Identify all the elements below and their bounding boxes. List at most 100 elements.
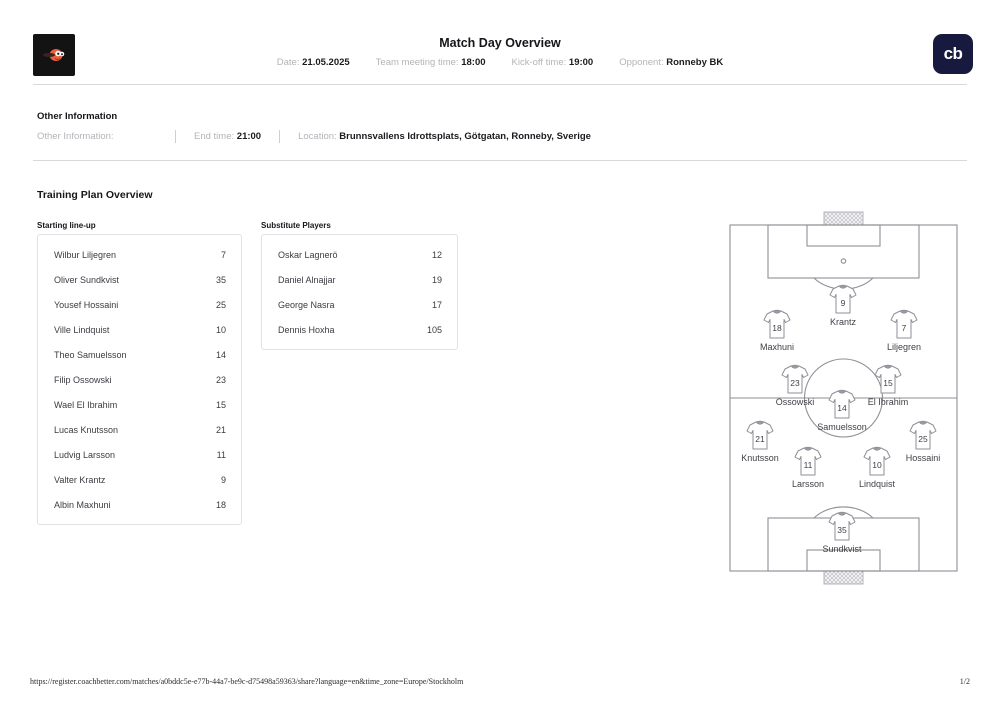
meta-team-meeting-time-label: Team meeting time: bbox=[375, 57, 459, 68]
player-number: 15 bbox=[215, 399, 226, 410]
location-value: Brunnsvallens Idrottsplats, Götgatan, Ro… bbox=[339, 131, 591, 142]
player-number: 7 bbox=[220, 249, 226, 260]
player-number: 19 bbox=[431, 274, 442, 285]
match-meta-row: Date: 21.05.2025 Team meeting time: 18:0… bbox=[0, 57, 1000, 68]
player-number: 25 bbox=[215, 299, 226, 310]
player-name: Yousef Hossaini bbox=[54, 299, 119, 310]
goal-area-bottom bbox=[806, 549, 881, 572]
player-name: Filip Ossowski bbox=[54, 374, 112, 385]
player-jersey: 18 bbox=[763, 309, 791, 339]
player-jersey: 15 bbox=[874, 364, 902, 394]
jersey-number: 10 bbox=[872, 460, 882, 470]
player-jersey: 9 bbox=[829, 284, 857, 314]
jersey-number: 11 bbox=[804, 460, 813, 470]
jersey-number: 14 bbox=[837, 403, 847, 413]
player-number: 105 bbox=[426, 324, 442, 335]
footer-page-number: 1/2 bbox=[959, 677, 970, 686]
jersey-player-label: Ossowski bbox=[775, 397, 815, 407]
player-number: 18 bbox=[215, 499, 226, 510]
player-name: Wilbur Liljegren bbox=[54, 249, 117, 260]
player-jersey: 25 bbox=[909, 420, 937, 450]
jersey-player-label: El Ibrahim bbox=[867, 397, 909, 407]
jersey-player-label: Maxhuni bbox=[759, 342, 795, 352]
page-header: Match Day Overview Date: 21.05.2025 Team… bbox=[0, 0, 1000, 82]
jersey-player-label: Larsson bbox=[791, 479, 825, 489]
club-crest-logo bbox=[33, 34, 75, 76]
penalty-arc-bottom bbox=[813, 506, 874, 519]
player-name: Theo Samuelsson bbox=[54, 349, 127, 360]
other-information-field-label: Other Information: bbox=[37, 131, 114, 142]
jersey-number: 25 bbox=[918, 434, 928, 444]
player-number: 9 bbox=[220, 474, 226, 485]
table-row: Filip Ossowski 23 bbox=[38, 367, 241, 392]
jersey-player-label: Liljegren bbox=[886, 342, 922, 352]
field-divider bbox=[175, 130, 176, 143]
player-jersey: 7 bbox=[890, 309, 918, 339]
jersey-number: 9 bbox=[841, 298, 846, 308]
player-name: Valter Krantz bbox=[54, 474, 106, 485]
substitute-players-title: Substitute Players bbox=[261, 221, 331, 230]
table-row: Daniel Alnajjar 19 bbox=[262, 267, 457, 292]
jersey-player-label: Samuelsson bbox=[817, 422, 867, 432]
table-row: Valter Krantz 9 bbox=[38, 467, 241, 492]
other-information-row: Other Information: End time: 21:00 Locat… bbox=[37, 130, 591, 143]
player-name: Dennis Hoxha bbox=[278, 324, 335, 335]
player-name: Daniel Alnajjar bbox=[278, 274, 336, 285]
location-field: Location: Brunnsvallens Idrottsplats, Gö… bbox=[298, 131, 591, 142]
jersey-player-label: Lindquist bbox=[858, 479, 896, 489]
penalty-spot-top bbox=[840, 258, 847, 264]
end-time-label: End time: bbox=[194, 131, 235, 142]
coachbetter-brand-logo: cb bbox=[933, 34, 973, 74]
table-row: Dennis Hoxha 105 bbox=[262, 317, 457, 342]
jersey-number: 7 bbox=[902, 323, 907, 333]
starting-lineup-title: Starting line-up bbox=[37, 221, 96, 230]
jersey-number: 21 bbox=[755, 434, 765, 444]
meta-kickoff-time-value: 19:00 bbox=[568, 57, 594, 68]
player-number: 35 bbox=[215, 274, 226, 285]
footer-share-url[interactable]: https://register.coachbetter.com/matches… bbox=[30, 677, 464, 686]
jersey-player-label: Hossaini bbox=[905, 453, 941, 463]
other-information-divider bbox=[33, 160, 967, 161]
meta-opponent-label: Opponent: bbox=[619, 57, 664, 68]
player-jersey: 35 bbox=[828, 511, 856, 541]
jersey-player-label: Knutsson bbox=[741, 453, 779, 463]
player-name: Ville Lindquist bbox=[54, 324, 110, 335]
player-number: 11 bbox=[216, 449, 226, 460]
table-row: Theo Samuelsson 14 bbox=[38, 342, 241, 367]
goal-net-bottom bbox=[823, 570, 864, 585]
meta-team-meeting-time-value: 18:00 bbox=[461, 57, 486, 68]
end-time-value: 21:00 bbox=[236, 131, 262, 142]
player-number: 12 bbox=[431, 249, 442, 260]
player-name: Oskar Lagnerö bbox=[278, 249, 338, 260]
meta-date-label: Date: bbox=[276, 57, 300, 68]
jersey-number: 35 bbox=[837, 525, 847, 535]
player-name: Wael El Ibrahim bbox=[54, 399, 118, 410]
player-number: 21 bbox=[215, 424, 226, 435]
meta-team-meeting-time: Team meeting time: 18:00 bbox=[376, 57, 486, 68]
meta-date: Date: 21.05.2025 bbox=[277, 57, 350, 68]
player-number: 23 bbox=[215, 374, 226, 385]
meta-date-value: 21.05.2025 bbox=[302, 57, 350, 68]
goal-net-top bbox=[823, 211, 864, 226]
training-plan-heading: Training Plan Overview bbox=[37, 189, 153, 201]
player-name: George Nasra bbox=[278, 299, 335, 310]
other-information-heading: Other Information bbox=[37, 111, 118, 122]
page-title: Match Day Overview bbox=[439, 36, 561, 50]
meta-opponent-value: Ronneby BK bbox=[666, 57, 724, 68]
table-row: Wilbur Liljegren 7 bbox=[38, 242, 241, 267]
player-name: Lucas Knutsson bbox=[54, 424, 119, 435]
table-row: Lucas Knutsson 21 bbox=[38, 417, 241, 442]
header-divider bbox=[33, 84, 967, 85]
table-row: Oskar Lagnerö 12 bbox=[262, 242, 457, 267]
player-number: 14 bbox=[215, 349, 226, 360]
center-circle bbox=[803, 358, 884, 438]
